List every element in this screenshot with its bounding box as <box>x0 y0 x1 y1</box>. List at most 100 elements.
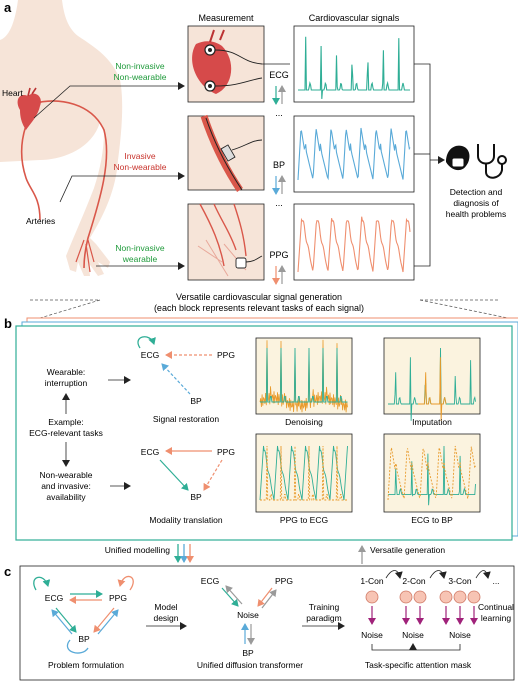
unified-modelling-label: Unified modelling <box>105 545 170 555</box>
panel-a-letter: a <box>4 0 12 15</box>
udt-noise-ppg <box>261 589 277 609</box>
panel-b-letter: b <box>4 316 12 331</box>
con-2: 2-Con <box>402 576 425 586</box>
mt-ppg: PPG <box>217 447 235 457</box>
measurement-header: Measurement <box>198 13 254 23</box>
mt-ppg-to-bp <box>203 459 223 491</box>
token-2a <box>399 590 413 604</box>
thumb-ppg2ecg-trace-b <box>260 445 348 501</box>
thumb-ecg2bp-trace-a <box>388 445 476 506</box>
modality-translation-label: Modality translation <box>149 515 223 525</box>
mt-ecg-to-bp <box>159 459 189 491</box>
unified-diffusion-label: Unified diffusion transformer <box>197 660 303 670</box>
con-arrow-2 <box>429 570 447 579</box>
pf-bp-loop <box>67 639 89 654</box>
outcome-line-3: health problems <box>446 209 506 219</box>
leader-bp <box>59 172 185 203</box>
mt-ecg: ECG <box>141 447 159 457</box>
con-arrow-3 <box>475 570 491 579</box>
stethoscope-icon <box>477 144 507 179</box>
heart-icon <box>17 87 41 130</box>
collector-line <box>414 63 431 267</box>
noise-1: Noise <box>361 630 383 640</box>
arrows-ecg <box>272 85 286 105</box>
token-2b <box>413 590 427 604</box>
outcome-line-2: diagnosis of <box>453 198 499 208</box>
pf-bp: BP <box>78 634 90 644</box>
mt-bp: BP <box>190 492 202 502</box>
udt-noise-ecg <box>225 585 243 605</box>
udt-ecg: ECG <box>201 576 219 586</box>
pf-bp-ecg <box>51 609 73 635</box>
wearable-1: Wearable: <box>47 367 86 377</box>
pf-ppg-bp <box>93 607 115 633</box>
banner-dash-left-2 <box>39 299 101 319</box>
con-arrow-1 <box>385 570 403 579</box>
training-paradigm-2: paradigm <box>306 613 341 623</box>
con-ellipsis: ... <box>492 576 499 586</box>
token-3b <box>453 590 467 604</box>
nonwearable-1: Non-wearable <box>40 470 93 480</box>
udt-ecg-noise <box>221 587 239 607</box>
pf-ecg-loop <box>33 576 51 591</box>
nonwearable-2: and invasive: <box>41 481 91 491</box>
thumb-denoising-trace-clean <box>260 347 348 403</box>
panel-c-frame <box>19 565 515 681</box>
attention-mask-label: Task-specific attention mask <box>365 660 472 670</box>
versatile-generation-label: Versatile generation <box>370 545 445 555</box>
training-paradigm-1: Training <box>309 602 340 612</box>
artery-arm-2 <box>75 239 95 273</box>
ecg-path-label-2: Non-wearable <box>114 72 167 82</box>
ppg-waveform <box>297 216 411 273</box>
bp-waveform <box>297 127 411 181</box>
sr-ppg: PPG <box>217 350 235 360</box>
model-design-2: design <box>153 613 178 623</box>
example-2: ECG-relevant tasks <box>29 428 103 438</box>
signal-label-bp: BP <box>273 160 285 170</box>
token-3a <box>439 590 453 604</box>
panel-c-letter: c <box>4 564 11 579</box>
measurement-bp <box>187 114 265 192</box>
pf-ecg-bp <box>55 607 77 633</box>
token-1a <box>365 590 379 604</box>
thumb-imputation-trace-b <box>418 357 447 421</box>
ppg-path-label-1: Non-invasive <box>115 243 164 253</box>
token-3c <box>467 590 481 604</box>
con-3: 3-Con <box>448 576 471 586</box>
arrows-ppg <box>272 265 286 285</box>
measurement-ecg <box>187 25 265 103</box>
pf-ppg-loop <box>117 575 134 591</box>
bp-path-label-2: Non-wearable <box>114 162 167 172</box>
ecg-waveform <box>298 36 410 99</box>
nonwearable-3: availability <box>46 492 86 502</box>
signal-panel-ecg <box>293 25 415 103</box>
thumb-label-ppg-to-ecg: PPG to ECG <box>280 515 328 525</box>
bp-path-label-1: Invasive <box>124 151 155 161</box>
signal-restoration-label: Signal restoration <box>153 414 219 424</box>
thumb-ppg2ecg-trace-a <box>259 445 348 501</box>
signal-panel-bp <box>293 115 415 193</box>
sr-bp-to-ecg <box>161 363 191 395</box>
sr-ecg: ECG <box>141 350 159 360</box>
arteries-label: Arteries <box>26 216 55 226</box>
signal-label-ecg: ECG <box>269 70 289 80</box>
wearable-2: interruption <box>45 378 88 388</box>
model-design-1: Model <box>154 602 177 612</box>
thumb-ecg2bp-trace-b <box>387 445 476 501</box>
artery-arm <box>31 100 108 269</box>
signal-label-ppg: PPG <box>269 250 288 260</box>
udt-noise: Noise <box>237 610 259 620</box>
ellipsis-2: ... <box>275 198 283 208</box>
banner-dash-right-2 <box>419 299 509 319</box>
mask-bracket <box>371 644 461 651</box>
doctor-icon <box>445 145 470 171</box>
sr-self-loop <box>137 336 156 349</box>
pf-ppg: PPG <box>109 593 127 603</box>
ellipsis-1: ... <box>275 108 283 118</box>
artery-main <box>20 119 41 221</box>
continual-2: learning <box>481 613 512 623</box>
thumb-denoising-trace-noisy <box>259 339 348 413</box>
thumb-ecg-to-bp <box>383 433 481 513</box>
udt-bp: BP <box>242 648 254 658</box>
